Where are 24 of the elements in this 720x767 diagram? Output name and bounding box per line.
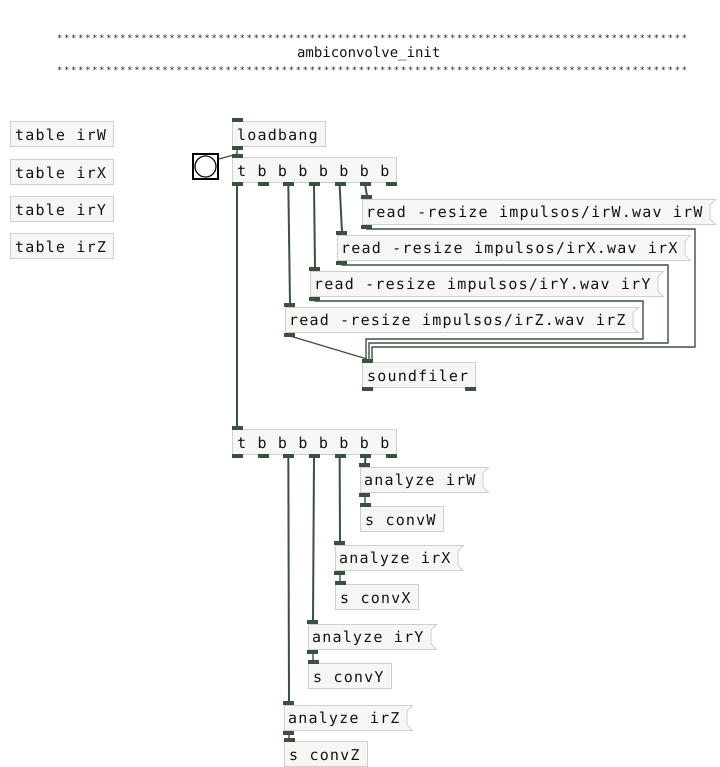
patch-cord [338,186,343,232]
patch-cord [236,186,238,426]
patch-cord [287,186,291,304]
object-box: s convZ [284,741,368,767]
object-box: loadbang [232,121,326,147]
patch-cord [364,186,368,196]
object-box: table irY [10,196,114,222]
object-box: soundfiler [362,362,476,388]
object-box: table irW [10,121,114,147]
object-box: s convX [335,584,419,610]
object-box: t b b b b b b b [232,157,398,183]
comment-text: ambiconvolve_init [297,45,440,61]
object-box: t b b b b b b b [232,429,398,455]
comment-text: ****************************************************************************************** [57,34,689,44]
bang-button [192,153,219,180]
patch-cord [290,335,368,360]
object-box: s convW [360,506,444,532]
object-box: table irX [10,159,114,185]
patch-cord [313,186,316,268]
object-box: table irZ [10,233,114,259]
comment-text: ****************************************************************************************** [57,66,689,76]
patch-cord [218,153,238,160]
object-box: s convY [308,663,392,689]
patch-cord [312,458,315,621]
